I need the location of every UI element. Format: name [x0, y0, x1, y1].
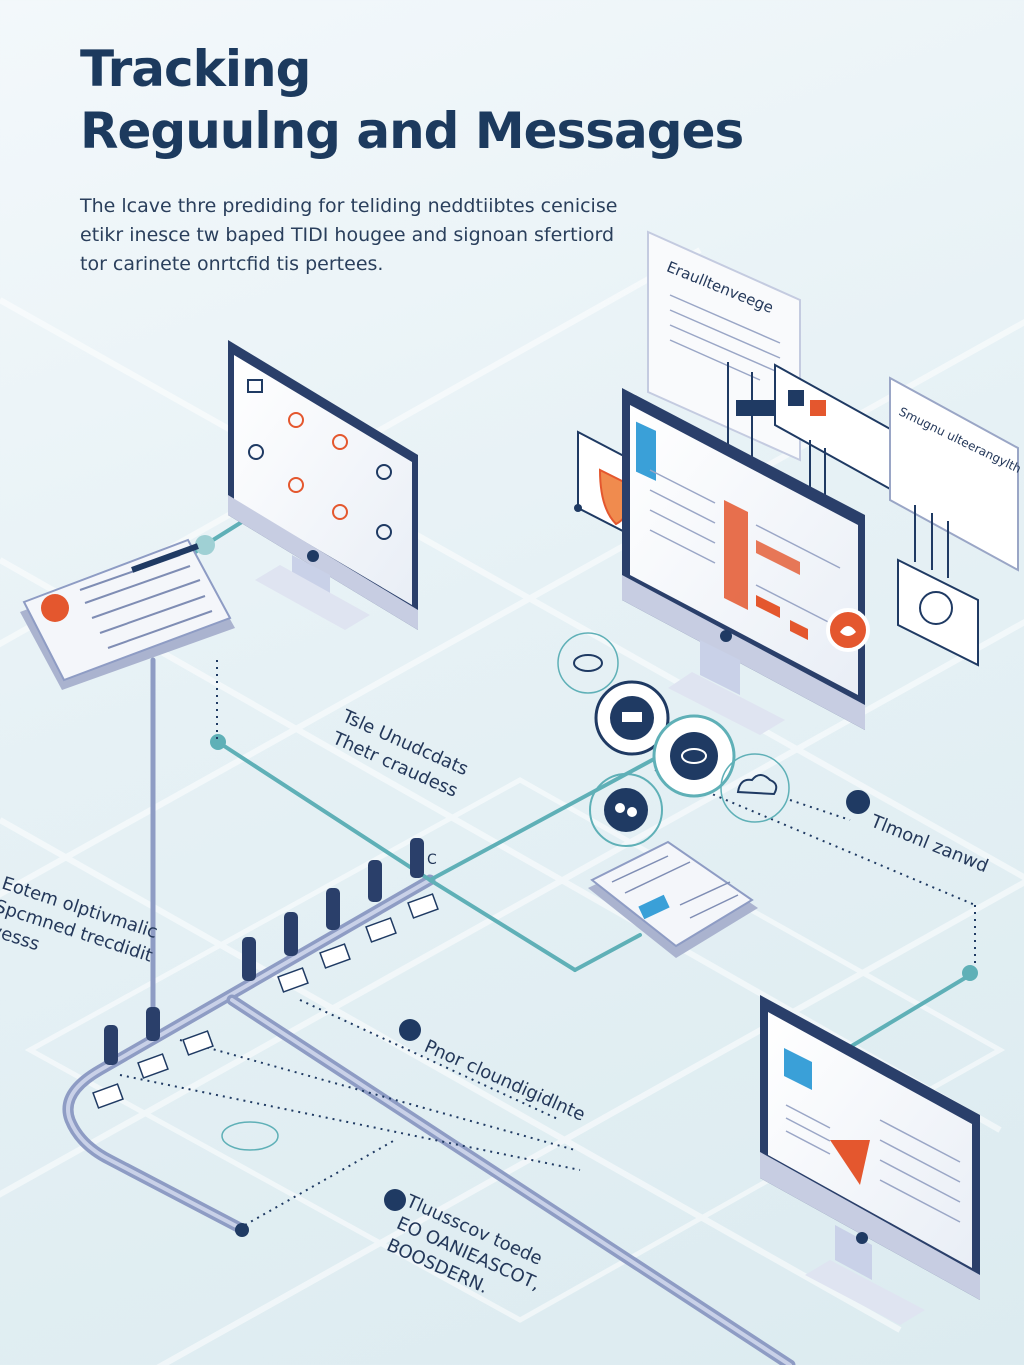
node-dot: [210, 734, 226, 750]
label-markers: [384, 790, 871, 1211]
monitor-top-left: [228, 340, 418, 630]
hub-icons: [221, 632, 790, 1151]
intro-paragraph: The lcave thre prediding for teliding ne…: [80, 192, 640, 279]
title-line: Tracking: [80, 40, 311, 98]
title-line: Reguulng and Messages: [80, 102, 744, 160]
intro-line: tor carinete onrtcfid tis pertees.: [80, 253, 384, 275]
monitor-center: [622, 388, 870, 735]
tablet-center: [588, 840, 758, 958]
rail-posts: [104, 838, 424, 1065]
tablet-left: [20, 538, 235, 690]
rail-tiles: [92, 893, 439, 1109]
node-dot: [962, 965, 978, 981]
rail-pipeline: [62, 657, 796, 1365]
background-grid: [0, 247, 1024, 1365]
page-title: Tracking Reguulng and Messages: [80, 38, 744, 162]
node-dot: [235, 1223, 249, 1237]
node-dot: [195, 535, 215, 555]
intro-line: etikr inesce tw baped TIDI hougee and si…: [80, 224, 615, 246]
document-sheet: [647, 230, 801, 462]
monitor-bottom-right: [760, 995, 980, 1325]
intro-line: The lcave thre prediding for teliding ne…: [80, 195, 618, 217]
rail-c-label: C: [427, 852, 437, 868]
